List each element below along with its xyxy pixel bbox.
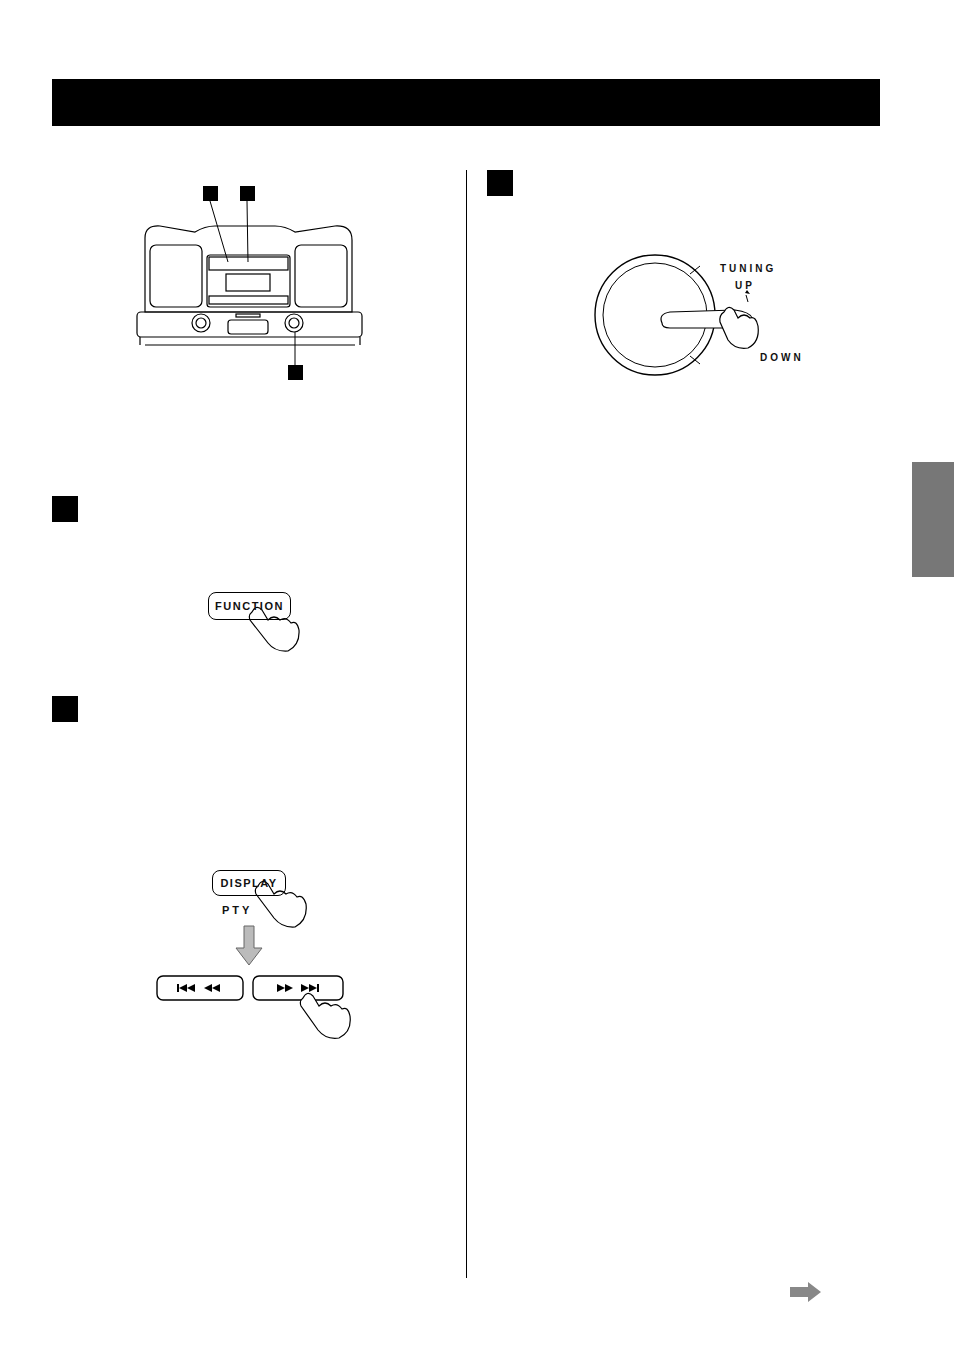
skip-forward-symbol [277, 984, 319, 992]
skip-back-button [157, 976, 243, 1000]
hand-icon [300, 993, 350, 1038]
hand-icon [249, 607, 299, 651]
function-button: FUNCTION [208, 592, 291, 620]
header-bar [52, 79, 880, 126]
continue-arrow [790, 1282, 821, 1302]
step-marker [487, 170, 513, 196]
column-divider [466, 170, 467, 1278]
skip-forward-button [253, 976, 343, 1000]
direction-label: UP [735, 280, 755, 291]
direction-label: DOWN [760, 352, 804, 363]
radio-illustration [137, 226, 362, 345]
side-tab [912, 462, 954, 577]
dial-label: TUNING [720, 263, 776, 274]
button-outline: DISPLAY [212, 870, 286, 896]
button-sublabel: PTY [222, 904, 252, 916]
button-label: DISPLAY [220, 877, 277, 889]
skip-back-symbol [177, 984, 220, 992]
button-label: FUNCTION [215, 600, 284, 612]
hand-icon [720, 307, 758, 348]
sequence-arrow [236, 926, 262, 965]
step-marker [52, 696, 78, 722]
display-button: DISPLAYPTY [212, 870, 286, 896]
button-outline: FUNCTION [208, 592, 291, 620]
leader-lines [210, 201, 295, 365]
callout-markers [203, 186, 303, 380]
step-marker [52, 496, 78, 522]
